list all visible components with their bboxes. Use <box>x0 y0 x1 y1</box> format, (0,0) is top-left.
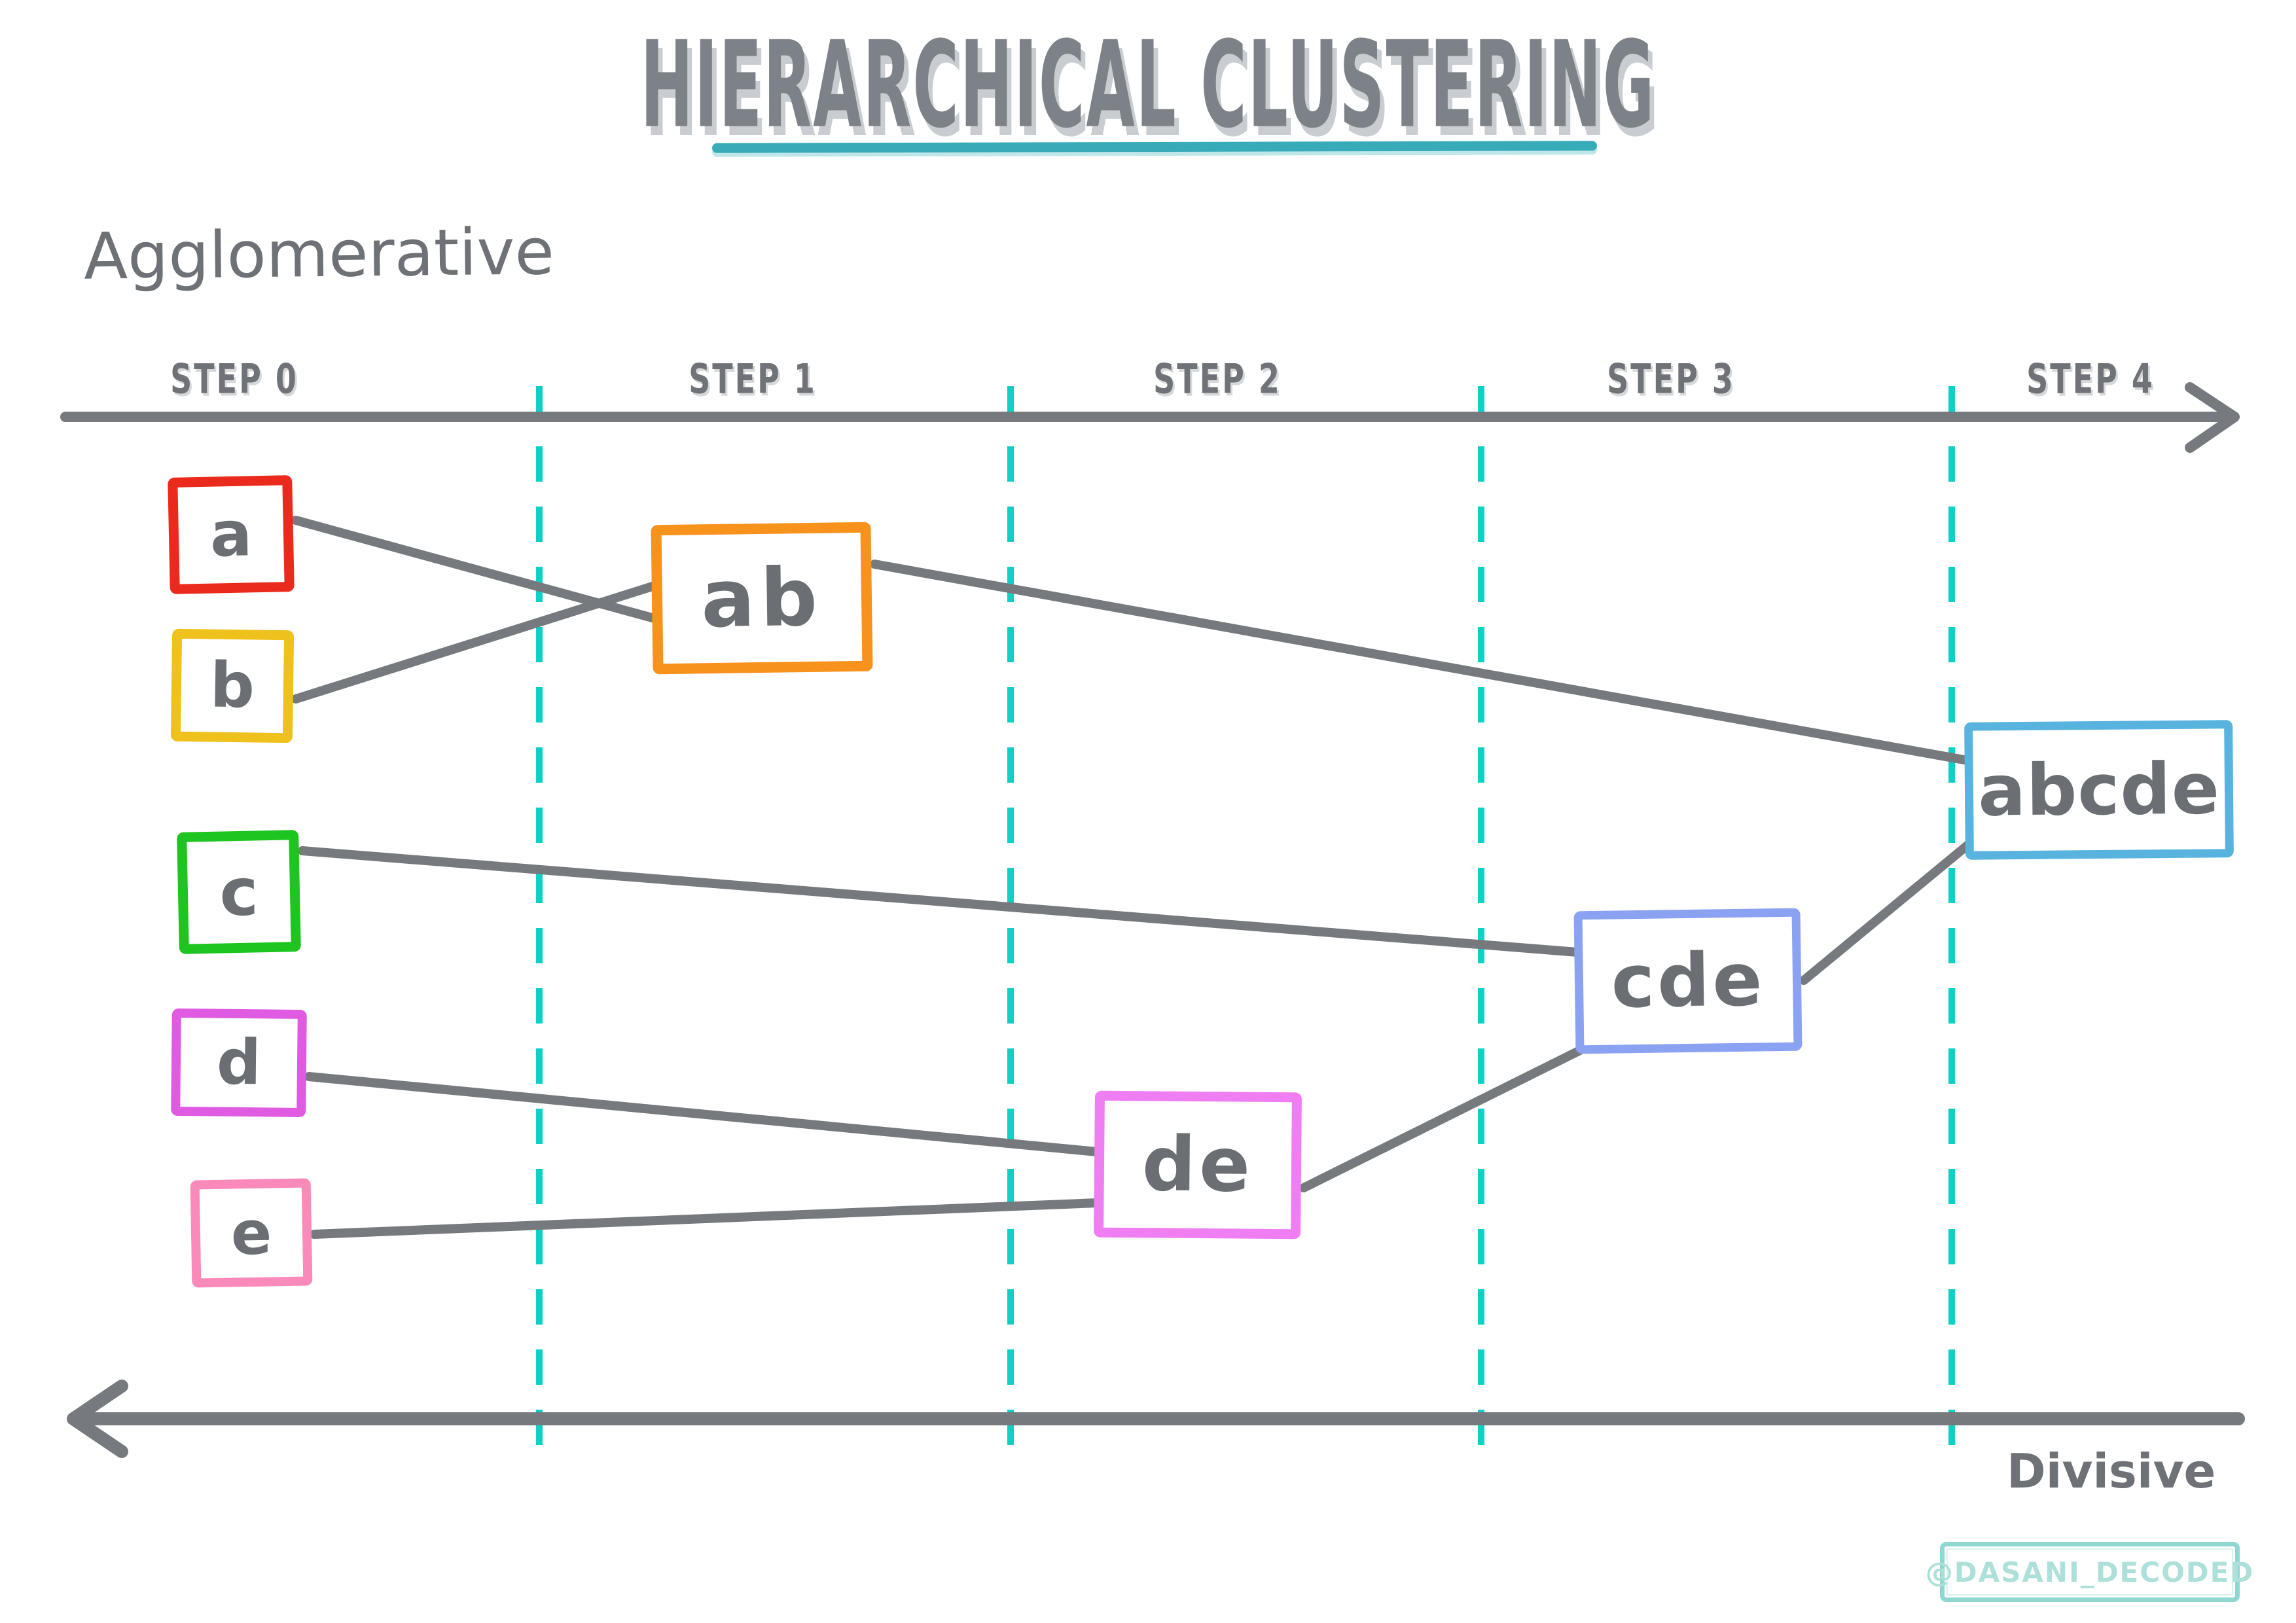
edge-ab-abcde <box>870 560 1972 765</box>
divisive-axis-arrowhead <box>67 1380 128 1458</box>
edge-e-de <box>310 1198 1102 1239</box>
watermark-text: @DASANI_DECODED <box>1925 1556 2255 1588</box>
node-de: de <box>1094 1090 1302 1240</box>
node-abcde: abcde <box>1964 720 2234 860</box>
watermark-badge: @DASANI_DECODED <box>1926 1542 2253 1602</box>
edge-b-ab <box>291 581 659 704</box>
edge-c-cde <box>298 846 1582 957</box>
node-a: a <box>168 475 295 594</box>
step-label-1: STEP 1 <box>689 355 817 403</box>
edge-de-cde <box>1299 1041 1594 1192</box>
page-title: HIERARCHICAL CLUSTERING <box>640 15 1656 155</box>
node-cde: cde <box>1573 908 1803 1054</box>
node-b: b <box>170 628 295 743</box>
divisive-label: Divisive <box>2007 1444 2216 1499</box>
edge-cde-abcde <box>1799 840 1973 985</box>
agglomerative-label: Agglomerative <box>83 215 555 294</box>
node-d: d <box>171 1008 307 1118</box>
edge-d-de <box>304 1072 1102 1156</box>
node-e: e <box>190 1178 313 1288</box>
agglomerative-axis-arrowhead <box>2185 382 2240 453</box>
step-label-0: STEP 0 <box>170 355 298 403</box>
step-label-2: STEP 2 <box>1153 355 1282 403</box>
step-label-4: STEP 4 <box>2026 355 2155 403</box>
node-ab: ab <box>651 522 873 675</box>
step-label-3: STEP 3 <box>1607 355 1735 403</box>
node-c: c <box>177 830 301 954</box>
